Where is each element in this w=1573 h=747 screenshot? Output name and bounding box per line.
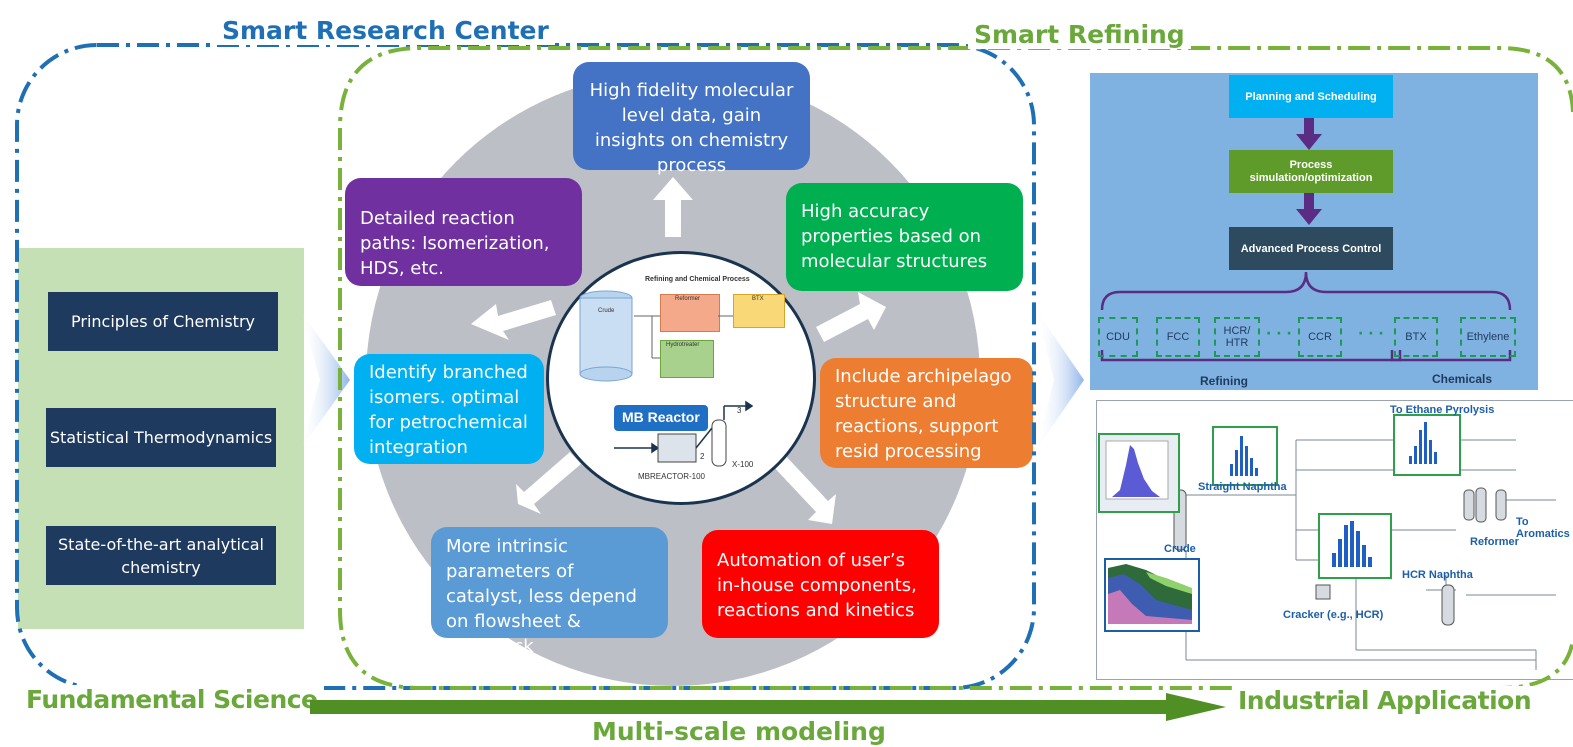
hydrotreater-label: Hydrotreater: [666, 342, 700, 348]
histogram-hcr: [1318, 513, 1392, 579]
radiating-arrows: [471, 177, 886, 524]
pfd-cracker: Cracker (e.g., HCR): [1283, 609, 1384, 621]
pfd-straight-naphtha: Straight Naphtha: [1198, 481, 1287, 493]
dots-2: · · ·: [1358, 326, 1384, 342]
unit-hcr-htr: HCR/ HTR: [1214, 317, 1260, 357]
crude-composition-area: [1108, 564, 1192, 624]
mb-reactor-badge: [614, 405, 708, 431]
industrial-application-label: Industrial Application: [1232, 686, 1538, 715]
reformer-label: Reformer: [675, 296, 701, 302]
bubble-mid-right: Include archipelago structure and reacti…: [820, 358, 1033, 468]
smart-research-center-title: Smart Research Center: [216, 16, 555, 45]
unit-fcc: FCC: [1156, 317, 1200, 357]
btx-box: [733, 294, 785, 328]
unit-ccr: CCR: [1298, 317, 1342, 357]
histogram-naphtha-chart: [1230, 436, 1258, 476]
flow-arrow-1: [1296, 118, 1322, 150]
x100-label: X-100: [732, 460, 754, 469]
bubble-upper-left: Detailed reaction paths: Isomerization, …: [345, 178, 582, 286]
histogram-ethane-chart: [1409, 422, 1437, 464]
bubble-upper-right: High accuracy properties based on molecu…: [786, 183, 1023, 291]
histogram-naphtha: [1212, 426, 1278, 486]
right-chevron-arrow: [1036, 310, 1084, 450]
smart-research-center-outline: [15, 43, 1036, 690]
histogram-crude: [1098, 433, 1180, 513]
center-title: Refining and Chemical Process: [645, 276, 750, 283]
pfd-hcr-naphtha: HCR Naphtha: [1402, 569, 1473, 581]
principles-of-chemistry-box: Principles of Chemistry: [48, 292, 278, 351]
crude-label: Crude: [598, 308, 615, 314]
refining-label: Refining: [1200, 374, 1248, 388]
pfd-to-aromatics: To Aromatics: [1516, 516, 1570, 540]
fundamental-science-label: Fundamental Science: [20, 685, 324, 714]
histogram-hcr-chart: [1332, 521, 1372, 567]
analytical-chemistry-box: State-of-the-art analytical chemistry: [46, 526, 276, 585]
histogram-crude-chart: [1105, 440, 1169, 500]
bubble-top: High fidelity molecular level data, gain…: [573, 62, 810, 176]
multi-scale-arrow: [310, 693, 1226, 721]
statistical-thermodynamics-box: Statistical Thermodynamics: [46, 408, 276, 467]
histogram-ethane: [1393, 414, 1461, 476]
left-chevron-arrow: [300, 310, 350, 450]
crude-tank: [579, 290, 633, 382]
smart-refining-title: Smart Refining: [968, 20, 1191, 49]
planning-scheduling-box: Planning and Scheduling: [1229, 75, 1393, 118]
multi-scale-modeling-label: Multi-scale modeling: [592, 717, 886, 746]
smart-refining-outline: [338, 46, 1573, 690]
reformer-box: [660, 294, 720, 332]
mbreactor-100-label: MBREACTOR-100: [638, 472, 705, 481]
unit-btx: BTX: [1394, 317, 1438, 357]
hydrotreater-box: [660, 340, 714, 378]
crude-composition-chart: [1104, 558, 1200, 632]
advanced-process-control-box: Advanced Process Control: [1229, 227, 1393, 270]
pfd-to-ethane-pyrolysis: To Ethane Pyrolysis: [1390, 404, 1495, 416]
btx-label: BTX: [752, 296, 764, 302]
bubble-lower-left: More intrinsic parameters of catalyst, l…: [431, 527, 668, 657]
unit-ethylene: Ethylene: [1460, 317, 1516, 357]
center-flow-lines: [634, 315, 733, 359]
process-simulation-box: Process simulation/optimization: [1229, 150, 1393, 193]
bubble-mid-left: Identify branched isomers. optimal for p…: [354, 354, 544, 464]
chemicals-label: Chemicals: [1432, 372, 1493, 386]
unit-cdu: CDU: [1098, 317, 1138, 357]
flow-arrow-2: [1296, 193, 1322, 225]
mb-reactor-schematic: [614, 400, 754, 467]
stream-2-label: 2: [700, 452, 705, 461]
dots-1: · · ·: [1266, 326, 1292, 342]
bubble-lower-right: Automation of user’s in-house components…: [702, 530, 939, 638]
pfd-crude: Crude: [1164, 543, 1196, 555]
pfd-reformer: Reformer: [1470, 536, 1519, 548]
stream-3-label: 3: [737, 406, 742, 415]
mb-reactor-label: MB Reactor: [622, 409, 700, 425]
